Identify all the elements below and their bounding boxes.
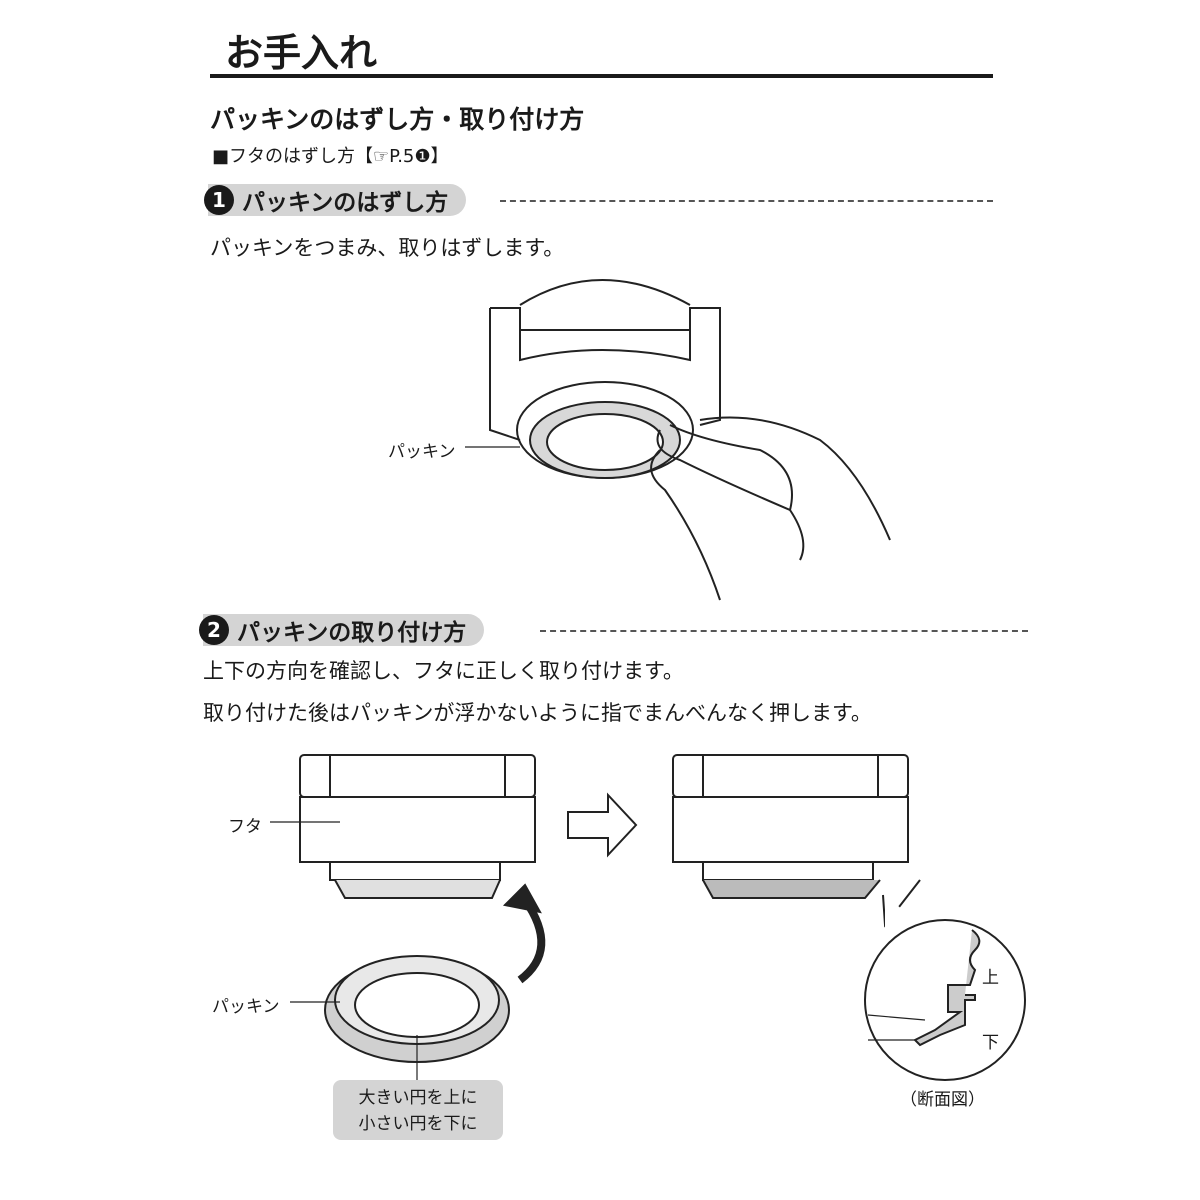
divider xyxy=(540,630,1028,632)
orientation-note: 大きい円を上に 小さい円を下に xyxy=(333,1080,503,1140)
step-1-text: パッキンをつまみ、取りはずします。 xyxy=(210,236,565,260)
title-rule xyxy=(210,74,993,78)
step-number: 2 xyxy=(199,615,229,645)
cap-illustration-2-left xyxy=(299,754,536,1080)
section-title: パッキンのはずし方・取り付け方 xyxy=(210,105,585,134)
page-title: お手入れ xyxy=(225,31,378,75)
next-arrow-icon xyxy=(567,792,638,858)
step-title: パッキンのはずし方 xyxy=(242,190,449,216)
step-2-text-line-2: 取り付けた後はパッキンが浮かないように指でまんべんなく押します。 xyxy=(203,701,872,725)
up-label: 上 xyxy=(982,968,999,988)
reference-note: ■フタのはずし方【☞P.5❶】 xyxy=(212,146,449,167)
step-2-text-line-1: 上下の方向を確認し、フタに正しく取り付けます。 xyxy=(203,659,684,683)
note-line: 小さい円を下に xyxy=(358,1114,478,1134)
divider xyxy=(500,200,993,202)
cross-section-caption: （断面図） xyxy=(900,1090,985,1110)
cap-illustration-1 xyxy=(489,279,891,601)
packing-label: パッキン xyxy=(212,997,280,1017)
down-label: 下 xyxy=(982,1033,999,1053)
step-title: パッキンの取り付け方 xyxy=(237,620,467,646)
step-number: 1 xyxy=(204,185,234,215)
cap-illustration-2-right xyxy=(672,754,1026,1081)
step-2-heading: 2 パッキンの取り付け方 xyxy=(199,614,485,646)
note-line: 大きい円を上に xyxy=(358,1088,478,1108)
lid-label: フタ xyxy=(228,817,262,837)
packing-label: パッキン xyxy=(388,442,456,462)
step-1-heading: 1 パッキンのはずし方 xyxy=(204,184,467,216)
